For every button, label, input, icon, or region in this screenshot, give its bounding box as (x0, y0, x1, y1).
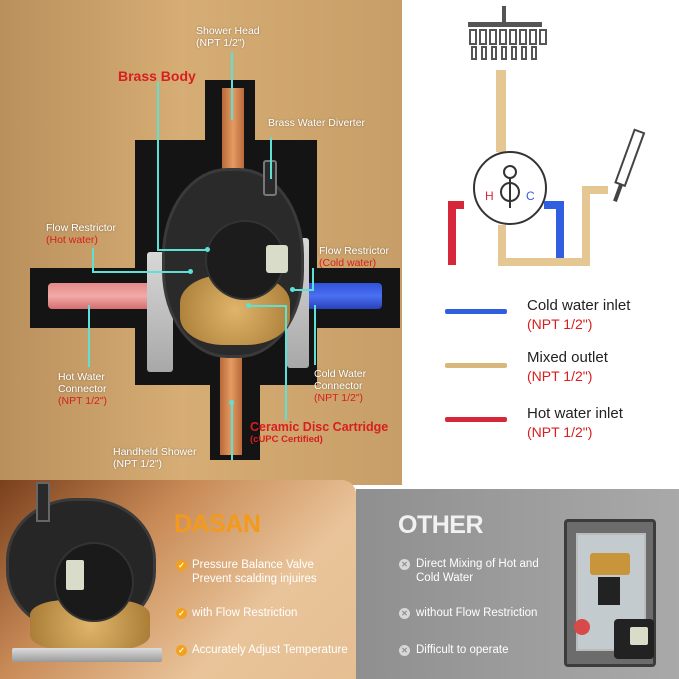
leader-hot-connector (88, 305, 90, 367)
check-icon: ✓ (176, 608, 187, 619)
cold-letter: C (526, 189, 535, 203)
legend-mixed-sub: (NPT 1/2") (527, 368, 593, 384)
flow-hot-title: Flow Restrictor (46, 222, 117, 234)
leader-flow-hot (92, 248, 94, 272)
shower-head-sub: (NPT 1/2") (196, 37, 246, 49)
other-feature-2: without Flow Restriction (416, 607, 538, 619)
dot-handheld (229, 400, 234, 405)
hot-water-pipe (48, 283, 160, 309)
dasan-valve-image (0, 480, 170, 679)
dot-cartridge (246, 303, 251, 308)
legend-hot-swatch (445, 417, 507, 422)
hot-connector-title-1: Hot Water (58, 371, 105, 383)
mixed-riser-top (496, 70, 506, 152)
shower-head-label: Shower Head (NPT 1/2") (196, 25, 260, 49)
other-comparison-panel: OTHER ✕ Direct Mixing of Hot and Cold Wa… (356, 489, 679, 679)
other-feature-3: Difficult to operate (416, 644, 509, 656)
shower-head-icon (469, 29, 547, 60)
x-icon: ✕ (399, 559, 410, 570)
flow-restrictor-hot-label: Flow Restrictor (Hot water) (46, 222, 116, 246)
dot-brass-body (205, 247, 210, 252)
dasan-comparison-panel: DASAN ✓ Pressure Balance Valve Prevent s… (0, 480, 356, 679)
cold-connector-label: Cold Water Connector (NPT 1/2") (314, 368, 366, 404)
hot-connector-sub: (NPT 1/2") (58, 395, 108, 407)
flow-cold-title: Flow Restrictor (319, 245, 390, 257)
leader-handheld (231, 400, 233, 460)
leader-shower-head (231, 52, 233, 120)
leader-brass-body-h (157, 249, 207, 251)
other-brand: OTHER (398, 511, 484, 539)
hot-pipe-line (448, 201, 464, 265)
hot-connector-title-2: Connector (58, 383, 107, 395)
handheld-shower-icon (613, 128, 646, 203)
other-feature-1b: Cold Water (416, 572, 474, 584)
hot-letter: H (485, 189, 494, 203)
dasan-feature-3: Accurately Adjust Temperature (192, 644, 348, 656)
dasan-brand: DASAN (174, 510, 261, 538)
diverter-label: Brass Water Diverter (268, 117, 366, 129)
dot-flow-cold (290, 287, 295, 292)
leader-flow-cold-h (292, 289, 314, 291)
shower-head-stem (502, 6, 506, 22)
dot-flow-hot (188, 269, 193, 274)
handheld-sub: (NPT 1/2") (113, 458, 163, 470)
valve-photo-panel (0, 0, 402, 485)
legend-cold-title: Cold water inlet (527, 297, 631, 314)
flow-restrictor-cold-label: Flow Restrictor (Cold water) (319, 245, 389, 269)
leader-brass-body (157, 82, 159, 250)
leader-cartridge (285, 305, 287, 420)
plumbing-diagram: H C Cold water inlet (NPT 1/2") Mixed ou… (402, 0, 679, 485)
x-icon: ✕ (399, 645, 410, 656)
legend-cold-swatch (445, 309, 507, 314)
cold-connector-title-2: Connector (314, 380, 363, 392)
shower-head-pipe (222, 88, 244, 178)
cartridge-label: Ceramic Disc Cartridge (cUPC Certified) (250, 420, 388, 445)
leader-cold-connector (314, 305, 316, 365)
cartridge-stem (266, 245, 288, 273)
dasan-feature-1a: Pressure Balance Valve (192, 559, 314, 571)
leader-cartridge-h (248, 305, 286, 307)
x-icon: ✕ (399, 608, 410, 619)
flow-cold-sub: (Cold water) (319, 257, 377, 269)
cartridge-title: Ceramic Disc Cartridge (250, 420, 389, 434)
dasan-feature-1b: Prevent scalding injuires (192, 573, 317, 585)
hot-connector-label: Hot Water Connector (NPT 1/2") (58, 371, 107, 407)
legend-hot-sub: (NPT 1/2") (527, 424, 593, 440)
mixed-pipe-line (498, 186, 608, 266)
cold-connector-sub: (NPT 1/2") (314, 392, 364, 404)
other-valve-image (554, 519, 664, 669)
other-feature-1a: Direct Mixing of Hot and (416, 558, 539, 570)
check-icon: ✓ (176, 645, 187, 656)
shower-head-arm (468, 22, 542, 27)
legend-cold-sub: (NPT 1/2") (527, 316, 593, 332)
legend-mixed-title: Mixed outlet (527, 349, 608, 366)
legend-hot-title: Hot water inlet (527, 405, 623, 422)
handheld-label: Handheld Shower (NPT 1/2") (113, 446, 196, 470)
leader-diverter (270, 137, 272, 179)
leader-flow-cold (312, 268, 314, 290)
cold-pipe-line (544, 201, 564, 265)
brass-body-label: Brass Body (118, 68, 196, 84)
flow-hot-sub: (Hot water) (46, 234, 98, 246)
check-icon: ✓ (176, 560, 187, 571)
plumbing-schematic: H C (448, 6, 646, 266)
cartridge-sub: (cUPC Certified) (250, 434, 323, 445)
dasan-feature-2: with Flow Restriction (192, 607, 298, 619)
cold-connector-title-1: Cold Water (314, 368, 367, 380)
leader-flow-hot-h (92, 271, 190, 273)
shower-head-title: Shower Head (196, 25, 260, 37)
legend-mixed-swatch (445, 363, 507, 368)
handheld-title: Handheld Shower (113, 446, 197, 458)
